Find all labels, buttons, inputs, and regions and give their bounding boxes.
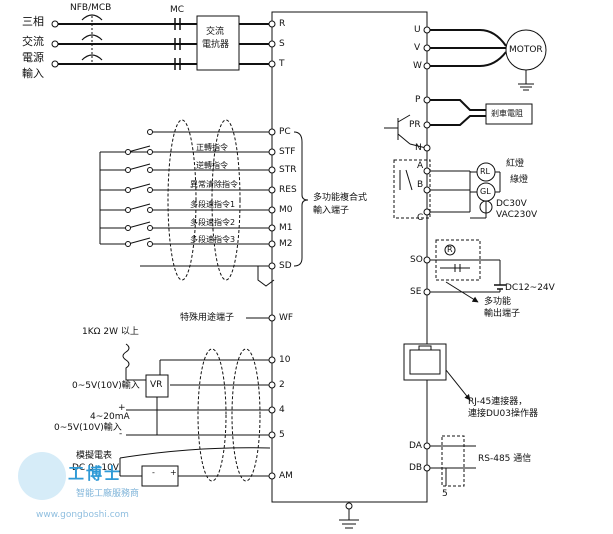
- terminal-m0: M0: [279, 205, 293, 215]
- command-multispeed-1: 多段速指令1: [190, 200, 236, 209]
- terminal-str: STR: [279, 165, 297, 175]
- terminal-am: AM: [279, 471, 293, 481]
- command-reverse: 逆轉指令: [196, 161, 228, 170]
- power-input-label-2: 交流: [22, 35, 44, 48]
- terminal-4: 4: [279, 405, 285, 415]
- meter-label-1: 模擬電表: [76, 451, 113, 461]
- inverter-body: [271, 11, 428, 503]
- terminal-t: T: [279, 59, 285, 69]
- relay-voltage-1: DC30V: [496, 199, 527, 209]
- terminal-c: C: [417, 213, 424, 223]
- terminal-w: W: [413, 61, 422, 71]
- terminal-v: V: [414, 43, 421, 53]
- terminal-res: RES: [279, 185, 297, 195]
- terminal-5: 5: [279, 430, 285, 440]
- terminal-a: A: [417, 161, 424, 171]
- command-reset: 異常清除指令: [190, 180, 238, 189]
- oc-label-2: 輸出端子: [484, 309, 521, 319]
- rs485-number: 5: [442, 489, 448, 499]
- left-terminal-circles: [51, 20, 276, 480]
- breaker-symbol: [81, 14, 103, 62]
- terminal-wf: WF: [279, 313, 294, 323]
- contactor-label: MC: [170, 5, 185, 15]
- command-forward: 正轉指令: [196, 143, 228, 152]
- oc-r-mark: R: [447, 245, 453, 254]
- brake-resistor-box: [485, 103, 533, 125]
- red-lamp-label: 紅燈: [506, 159, 525, 169]
- resistor-label: 1KΩ 2W 以上: [82, 327, 139, 337]
- command-multispeed-3: 多段速指令3: [190, 235, 236, 244]
- green-lamp-label: 綠燈: [510, 175, 529, 185]
- terminal-u: U: [414, 25, 421, 35]
- lamp-gl-label: GL: [480, 187, 491, 196]
- terminal-2: 2: [279, 380, 285, 390]
- terminal-m2: M2: [279, 239, 293, 249]
- analog-minus: -: [119, 429, 123, 439]
- relay-voltage-2: VAC230V: [496, 210, 538, 220]
- oc-label-1: 多功能: [484, 297, 512, 307]
- terminal-b: B: [417, 180, 424, 190]
- terminal-da: DA: [409, 441, 422, 451]
- meter-box: [141, 465, 179, 487]
- watermark-subtitle: 智能工廠服務商: [76, 489, 140, 499]
- multi-input-label-1: 多功能複合式: [313, 193, 368, 203]
- terminal-pr: PR: [409, 120, 421, 130]
- terminal-sd: SD: [279, 261, 292, 271]
- lamp-rl-label: RL: [480, 167, 491, 176]
- meter-plus: +: [170, 468, 177, 477]
- reactor-box: [196, 15, 240, 71]
- watermark: 工博士 智能工廠服務商 www.gongboshi.com: [18, 452, 178, 522]
- terminal-s: S: [279, 39, 285, 49]
- analog-plus: +: [118, 403, 126, 413]
- command-multispeed-2: 多段速指令2: [190, 218, 236, 227]
- contactor-symbol: [174, 18, 181, 70]
- oc-dc-label: DC12~24V: [505, 283, 555, 293]
- terminal-r: R: [279, 19, 286, 29]
- terminal-m1: M1: [279, 223, 293, 233]
- watermark-brand: 工博士: [68, 464, 123, 483]
- power-input-label-4: 輸入: [22, 67, 44, 80]
- terminal-so: SO: [410, 255, 423, 265]
- special-terminal-label: 特殊用途端子: [180, 313, 235, 323]
- right-terminal-circles: [423, 26, 431, 472]
- meter-minus: -: [152, 468, 155, 477]
- terminal-10: 10: [279, 355, 291, 365]
- multi-input-label-2: 輸入端子: [313, 206, 350, 216]
- power-input-label-1: 三相: [22, 15, 44, 28]
- rj45-label-1: RJ-45連接器，: [468, 397, 528, 407]
- brake-resistor-label: 剎車電阻: [491, 109, 523, 118]
- reactor-label-1: 交流: [206, 27, 225, 37]
- terminal-n: N: [415, 143, 422, 153]
- watermark-url: www.gongboshi.com: [36, 510, 129, 520]
- rs485-label: RS-485 通信: [478, 454, 532, 464]
- terminal-pc: PC: [279, 127, 291, 137]
- meter-label-2: DC 0~10V: [72, 463, 119, 473]
- rj45-label-2: 連接DU03操作器: [468, 409, 538, 419]
- terminal-p: P: [415, 95, 421, 105]
- watermark-logo-icon: [18, 452, 66, 500]
- vr-label: VR: [150, 380, 163, 390]
- reactor-label-2: 電抗器: [202, 40, 230, 50]
- current-input-label-2: 0~5V(10V)輸入: [54, 423, 122, 433]
- motor-label: MOTOR: [509, 45, 543, 55]
- breaker-label: NFB/MCB: [70, 3, 112, 13]
- current-input-label-1: 4~20mA: [90, 412, 130, 422]
- power-input-label-3: 電源: [22, 51, 44, 64]
- terminal-se: SE: [410, 287, 422, 297]
- terminal-stf: STF: [279, 147, 296, 157]
- terminal-db: DB: [409, 463, 423, 473]
- voltage-input-label: 0~5V(10V)輸入: [72, 381, 140, 391]
